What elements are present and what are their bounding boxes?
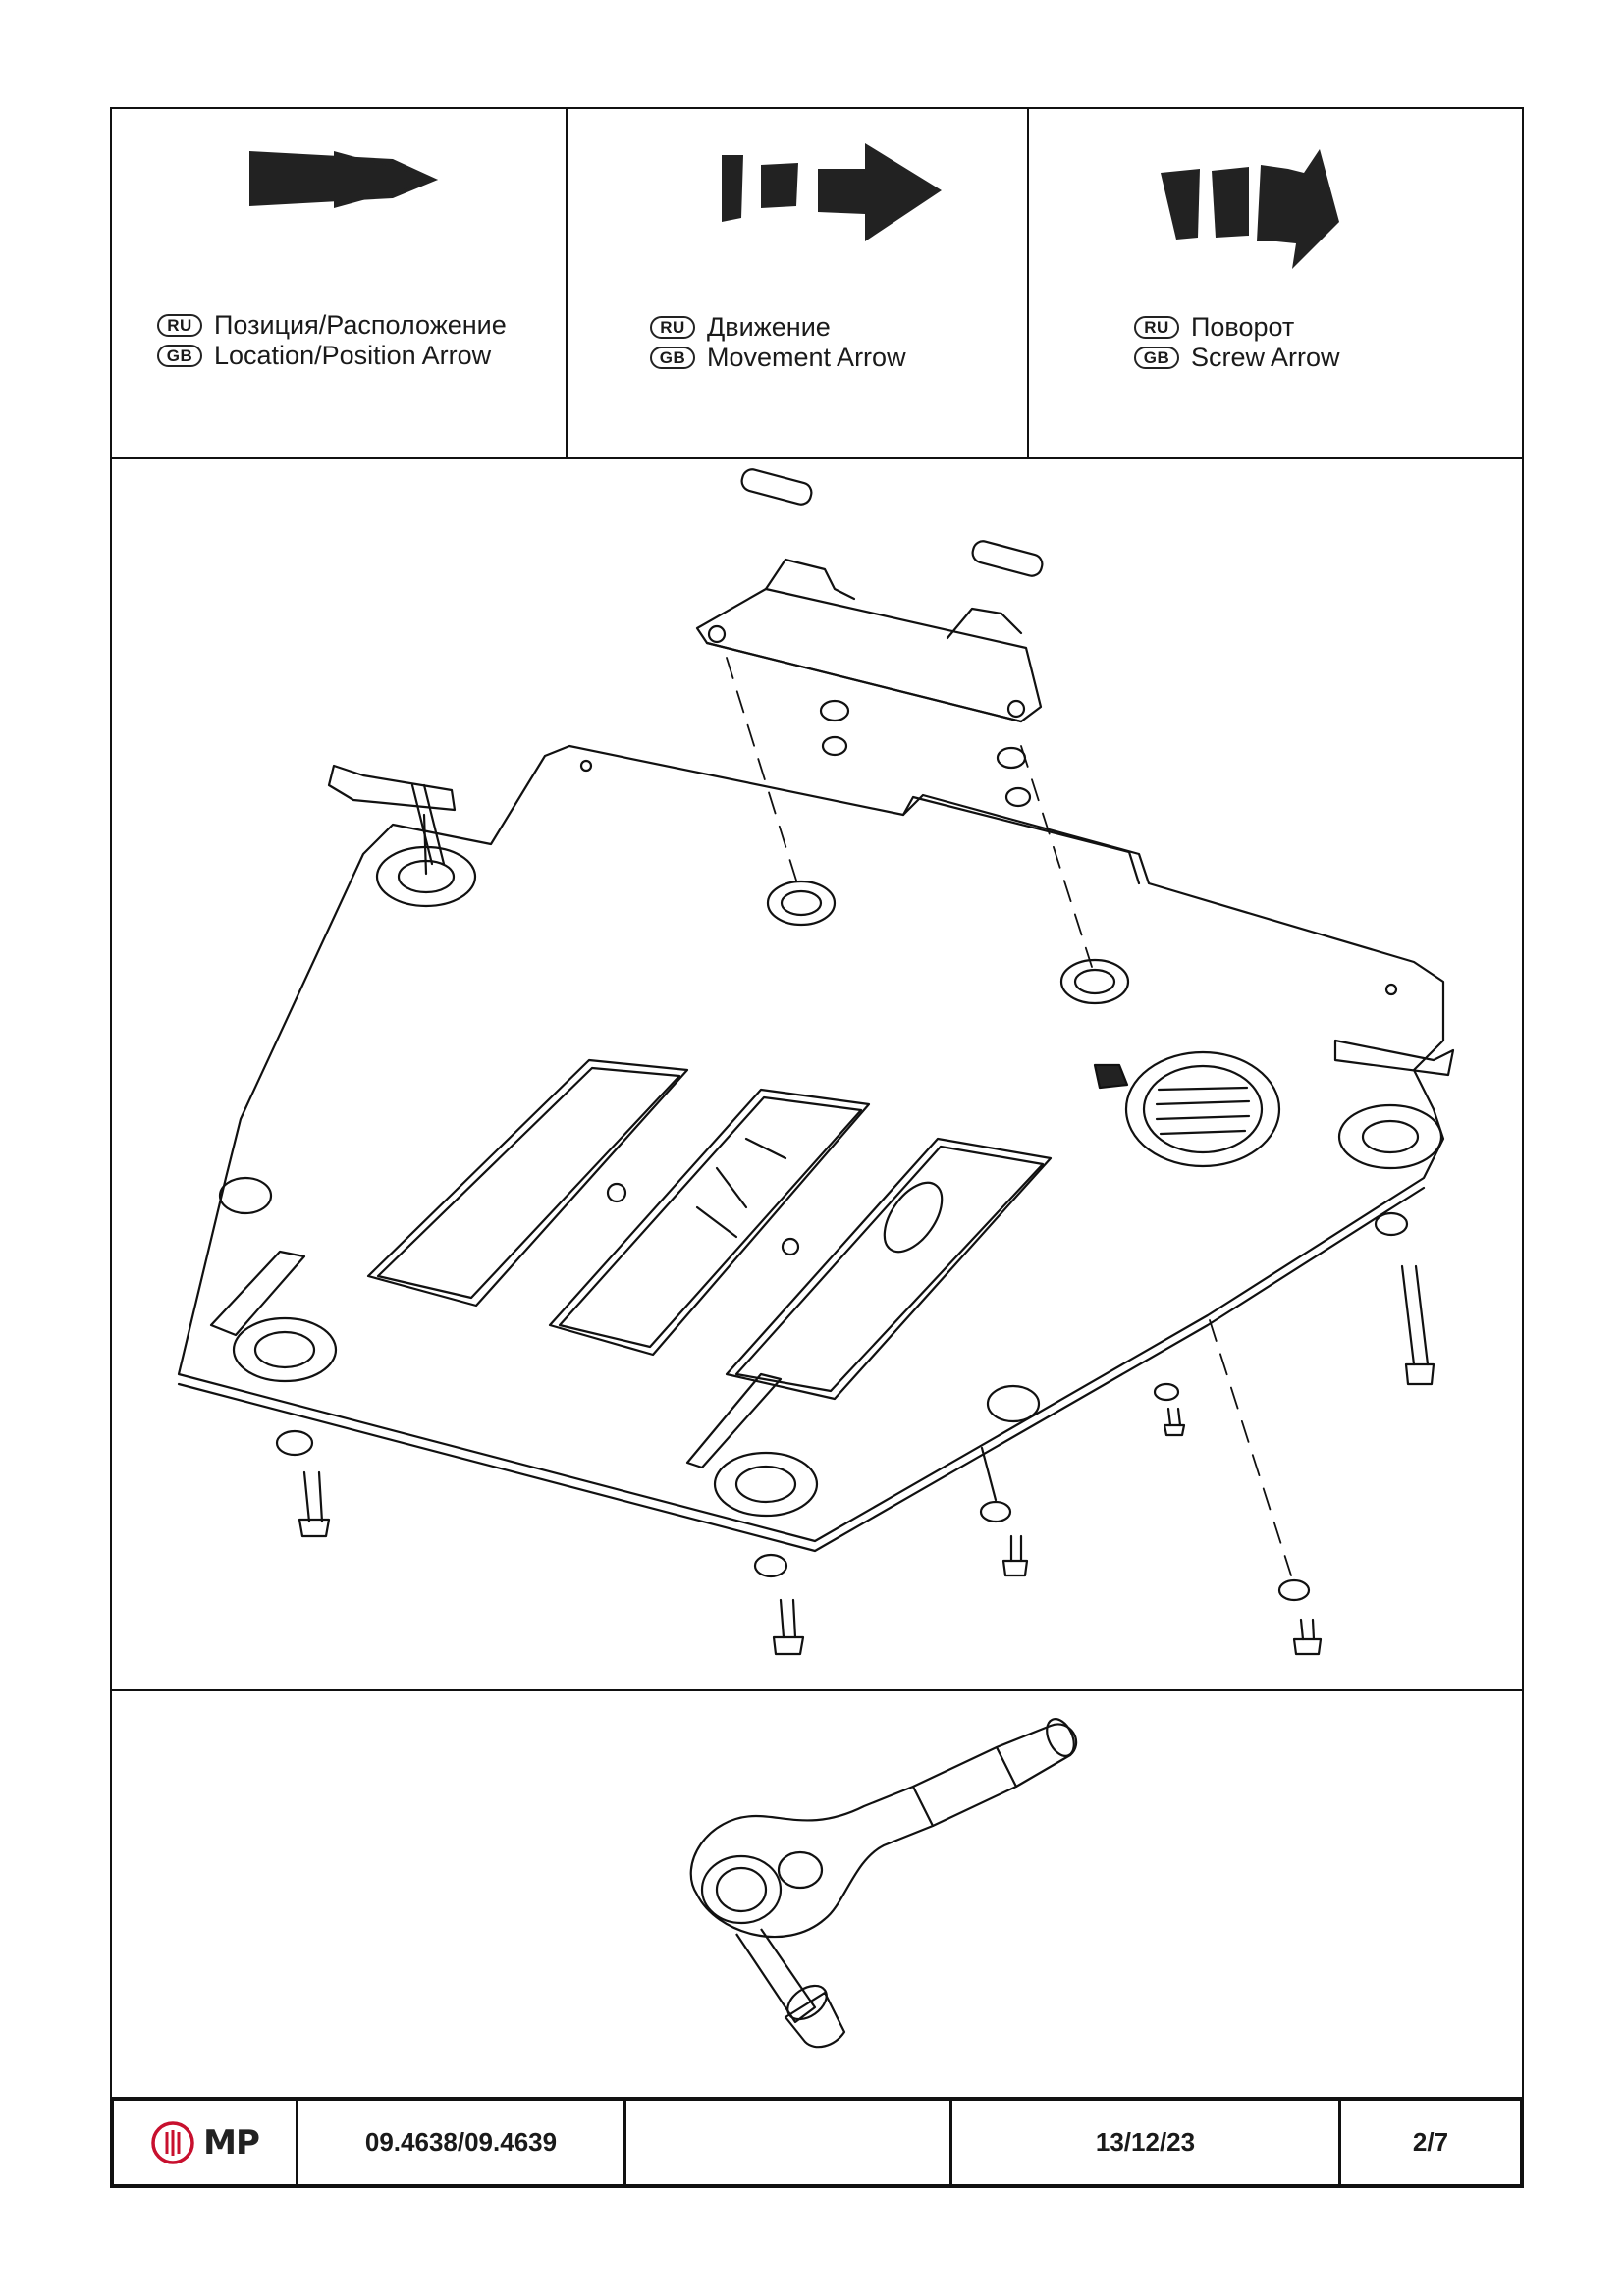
ru-badge: RU: [1134, 316, 1179, 339]
plate-rl: [209, 1250, 306, 1337]
drain-vent: [1124, 1050, 1281, 1168]
bolt-mid: [979, 1500, 1029, 1577]
mount-center2: [1059, 958, 1130, 1005]
screw-arrow-icon: [1161, 149, 1339, 269]
footer-page-number: 2/7: [1412, 2127, 1449, 2157]
clip-right: [1333, 1039, 1455, 1077]
legend-movement-gb: Movement Arrow: [707, 343, 906, 372]
section-divider: [111, 1689, 1523, 1691]
movement-arrow-icon: [722, 143, 942, 241]
footer-logo-cell: MP: [114, 2101, 298, 2184]
footer-blank: [626, 2101, 952, 2184]
clip-top-right: [971, 540, 1044, 577]
legend-location: RU Позиция/Расположение GB Location/Positi…: [157, 310, 507, 371]
legend-location-ru: Позиция/Расположение: [214, 310, 507, 340]
bolt-long-right: [1374, 1211, 1435, 1386]
mount-fr: [1337, 1103, 1443, 1170]
ru-badge: RU: [650, 316, 695, 339]
legend-screw: RU Поворот GB Screw Arrow: [1134, 312, 1340, 373]
bolt-front: [1277, 1578, 1323, 1656]
clip-top-left: [740, 468, 813, 506]
front-flange: [901, 795, 1141, 885]
assembly-drawing: [177, 468, 1455, 1656]
legend-movement: RU Движение GB Movement Arrow: [650, 312, 906, 373]
bolt-rl: [275, 1429, 331, 1538]
section-divider: [111, 457, 1523, 459]
legend-divider: [1027, 108, 1029, 457]
slot-left: [366, 1058, 689, 1308]
legend-movement-ru: Движение: [707, 312, 831, 342]
bolt-small-mid: [1153, 1382, 1186, 1437]
legend-location-gb: Location/Position Arrow: [214, 341, 492, 370]
mount-rl: [232, 1316, 338, 1383]
bolt-rm: [753, 1553, 805, 1656]
clip-left: [327, 764, 457, 812]
ru-badge: RU: [157, 314, 202, 337]
mount-rm: [713, 1451, 819, 1518]
upper-bracket: [695, 587, 1043, 723]
title-block: MP 09.4638/09.4639 13/12/23 2/7: [110, 2097, 1524, 2188]
gb-badge: GB: [157, 345, 202, 367]
slot-middle: [548, 1088, 871, 1357]
skid-plate-edge: [177, 1186, 1426, 1553]
skid-plate: [177, 744, 1445, 1543]
brand-logo: MP: [150, 2120, 260, 2165]
logo-text: MP: [203, 2122, 260, 2163]
slot-right: [725, 1137, 1053, 1401]
legend-screw-gb: Screw Arrow: [1191, 343, 1340, 372]
mount-center1: [766, 880, 837, 927]
gb-badge: GB: [1134, 347, 1179, 369]
plate-rm: [685, 1372, 783, 1469]
legend-divider: [566, 108, 568, 457]
logo-mark-icon: [151, 2120, 194, 2164]
ratchet-wrench-illustration: [689, 1718, 1078, 2049]
legend-screw-ru: Поворот: [1191, 312, 1295, 342]
footer-part-number: 09.4638/09.4639: [298, 2101, 626, 2184]
gb-badge: GB: [650, 347, 695, 369]
location-arrow-icon: [249, 151, 438, 208]
footer-date: 13/12/23: [952, 2101, 1341, 2184]
